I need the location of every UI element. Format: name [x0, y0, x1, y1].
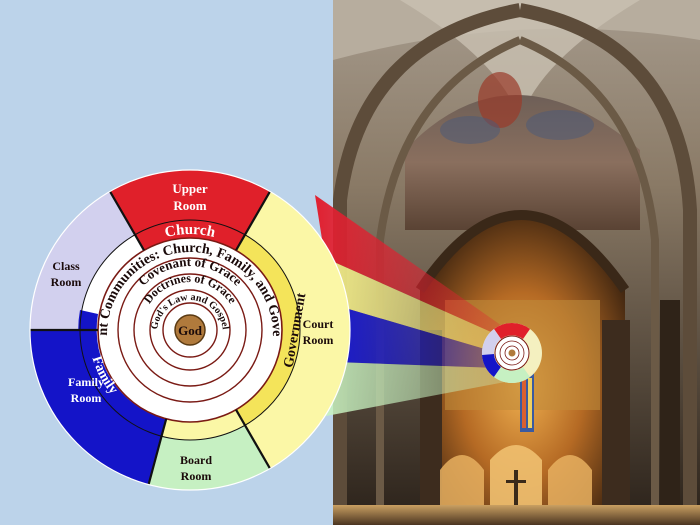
board-room-label-2: Room	[181, 469, 212, 483]
church-band-label: Church	[163, 222, 217, 241]
family-room-segment	[30, 330, 162, 485]
svg-text:Church: Church	[163, 222, 217, 241]
upper-room-segment	[110, 169, 270, 235]
court-room-label-1: Court	[303, 317, 334, 331]
board-room-segment	[148, 425, 270, 490]
family-room-label-2: Room	[71, 391, 102, 405]
class-room-label-2: Room	[51, 275, 82, 289]
class-room-label-1: Class	[52, 259, 80, 273]
covenant-wheel: Covenant Communities: Church, Family, an…	[29, 169, 351, 491]
board-room-label-1: Board	[180, 453, 212, 467]
center-disc	[174, 314, 206, 346]
church-band	[135, 219, 245, 251]
small-wheel-icon	[481, 323, 542, 383]
court-room-segment	[245, 191, 351, 469]
cathedral-photo	[333, 0, 700, 525]
light-beams	[305, 195, 505, 420]
family-room-label-1: Family	[68, 375, 104, 389]
center-label: God	[178, 323, 203, 338]
government-band	[236, 234, 301, 426]
court-room-label-2: Room	[303, 333, 334, 347]
upper-room-label-1: Upper	[172, 181, 208, 196]
upper-room-label-2: Room	[173, 198, 206, 213]
class-room-segment	[30, 191, 135, 330]
family-band	[78, 310, 167, 437]
